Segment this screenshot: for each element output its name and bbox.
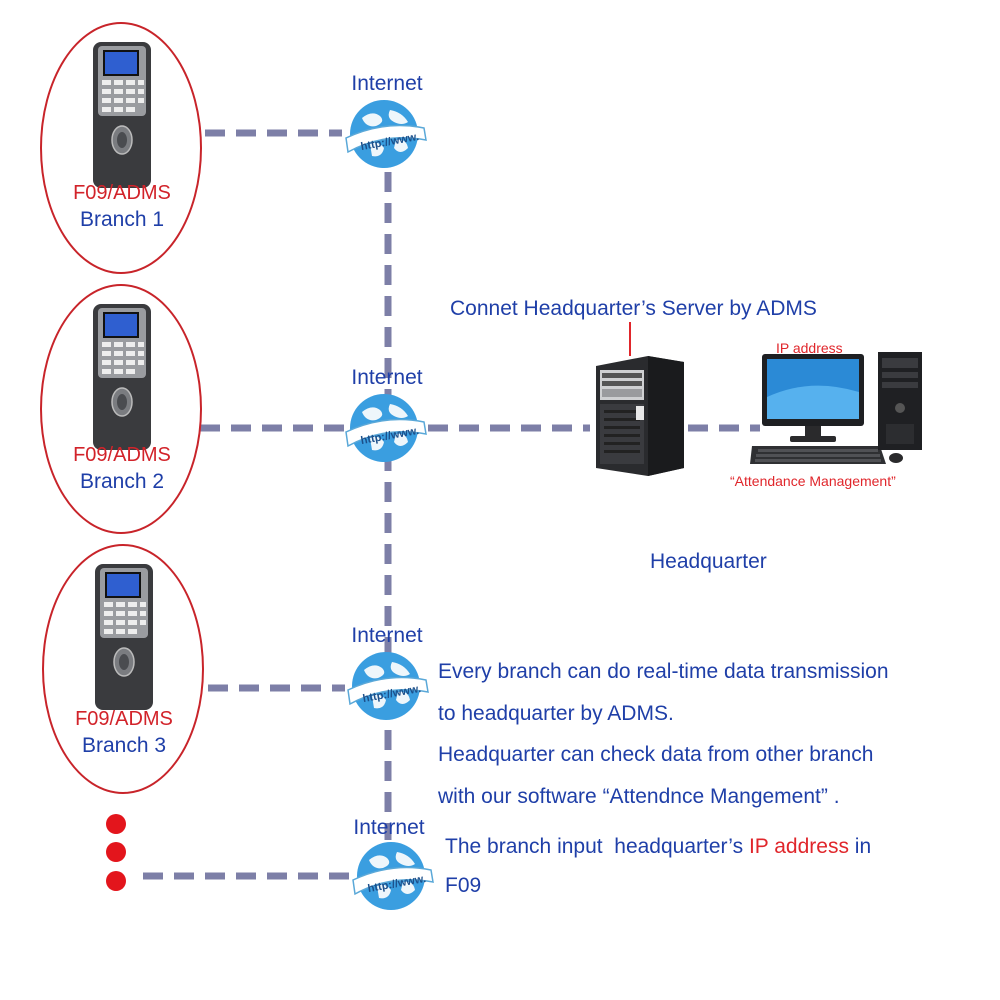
branch-1-model: F09/ADMS: [73, 182, 171, 204]
ip-note: The branch input headquarter’s IP addres…: [445, 835, 871, 859]
branch-2-oval: F09/ADMS Branch 2: [40, 284, 202, 534]
internet-label-3: Internet: [351, 624, 423, 647]
ip-note-highlight: IP address: [748, 835, 849, 858]
description-line-4: with our software “Attendnce Mangement” …: [438, 785, 840, 808]
ip-note-text-end: in: [848, 835, 872, 858]
branch-2-model: F09/ADMS: [73, 444, 171, 466]
ip-address-label: IP address: [776, 340, 843, 356]
description-line-3: Headquarter can check data from other br…: [438, 743, 874, 766]
server-tower-icon: [596, 356, 684, 476]
description-line-1: Every branch can do real-time data trans…: [438, 660, 889, 683]
terminal-device-icon: [93, 304, 151, 450]
branch-1-name: Branch 1: [79, 208, 165, 231]
server-caption: Connet Headquarter’s Server by ADMS: [450, 297, 817, 320]
internet-label-2: Internet: [351, 366, 423, 389]
headquarter-label: Headquarter: [650, 550, 767, 573]
terminal-device-icon: [93, 42, 151, 188]
branch-3-model: F09/ADMS: [75, 708, 173, 730]
terminal-device-icon: [95, 564, 153, 710]
ip-note-text: The branch input headquarter’s: [445, 835, 749, 858]
branch-3-name: Branch 3: [81, 734, 167, 757]
ip-note-device: F09: [445, 874, 482, 897]
software-label: “Attendance Management”: [730, 473, 896, 489]
branch-3-oval: F09/ADMS Branch 3: [42, 544, 204, 794]
internet-label-1: Internet: [351, 72, 423, 95]
internet-globe-icon: http://www.: [345, 100, 427, 168]
description-line-2: to headquarter by ADMS.: [438, 702, 674, 725]
more-branches-dot: [106, 814, 126, 834]
internet-label-4: Internet: [353, 816, 425, 839]
branch-1-oval: F09/ADMS Branch 1: [40, 22, 202, 274]
branch-2-name: Branch 2: [79, 470, 165, 493]
more-branches-dot: [106, 842, 126, 862]
internet-globe-icon: http://www.: [347, 652, 429, 720]
internet-globe-icon: http://www.: [352, 842, 434, 910]
more-branches-dot: [106, 871, 126, 891]
internet-globe-icon: http://www.: [345, 394, 427, 462]
desktop-computer-icon: [750, 352, 922, 464]
